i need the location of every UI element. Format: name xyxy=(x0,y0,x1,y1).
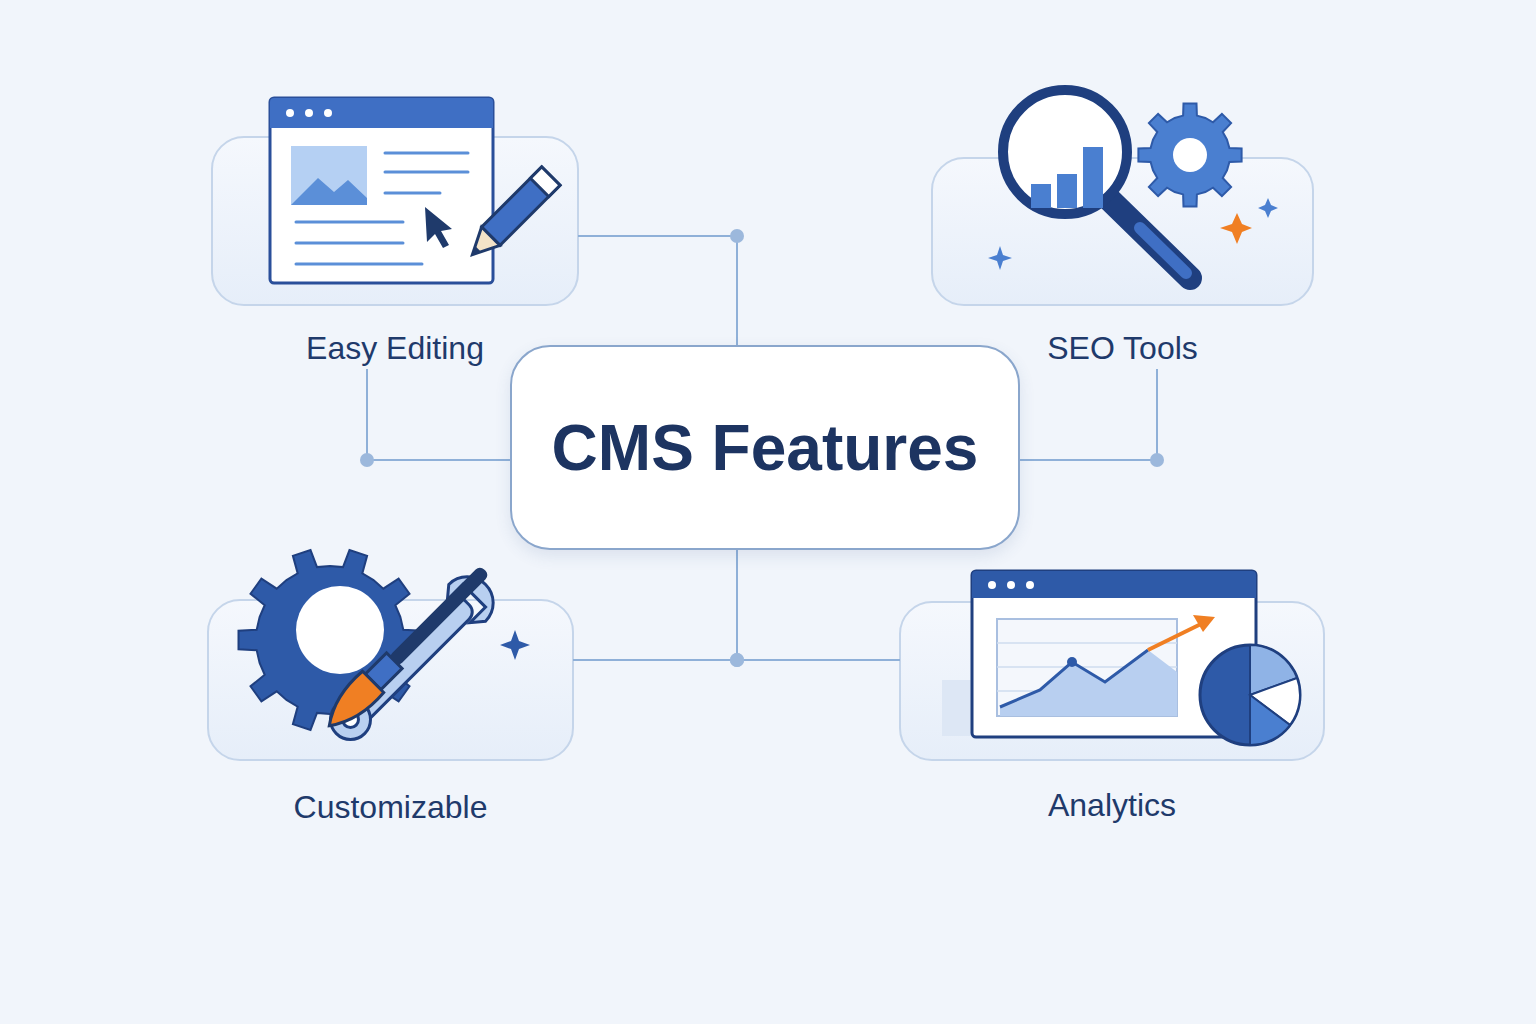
feature-node: Customizable xyxy=(208,600,573,826)
feature-label: Easy Editing xyxy=(306,329,484,367)
feature-node: SEO Tools xyxy=(932,158,1313,367)
customize-icon xyxy=(239,550,531,752)
connector-line xyxy=(1020,369,1157,460)
analytics-icon xyxy=(942,571,1300,745)
junction-dot xyxy=(1150,453,1164,467)
panel-space xyxy=(900,602,1324,786)
panel-space xyxy=(208,600,573,788)
panel-space xyxy=(212,137,578,329)
junction-dot xyxy=(730,653,744,667)
junction-dot xyxy=(730,653,744,667)
connector-line xyxy=(737,550,900,660)
connector-line xyxy=(573,550,737,660)
seo-icon xyxy=(988,90,1278,278)
feature-node: Easy Editing xyxy=(212,137,578,367)
feature-node: Analytics xyxy=(900,602,1324,824)
connector-line xyxy=(367,369,510,460)
feature-label: SEO Tools xyxy=(1047,329,1198,367)
connector-line xyxy=(578,236,737,345)
feature-label: Analytics xyxy=(1048,786,1176,824)
feature-label: Customizable xyxy=(294,788,488,826)
panel-space xyxy=(932,158,1313,329)
editor-icon xyxy=(270,98,560,283)
junction-dot xyxy=(730,229,744,243)
junction-dot xyxy=(360,453,374,467)
hub-title: CMS Features xyxy=(552,411,979,485)
hub-box: CMS Features xyxy=(510,345,1020,550)
